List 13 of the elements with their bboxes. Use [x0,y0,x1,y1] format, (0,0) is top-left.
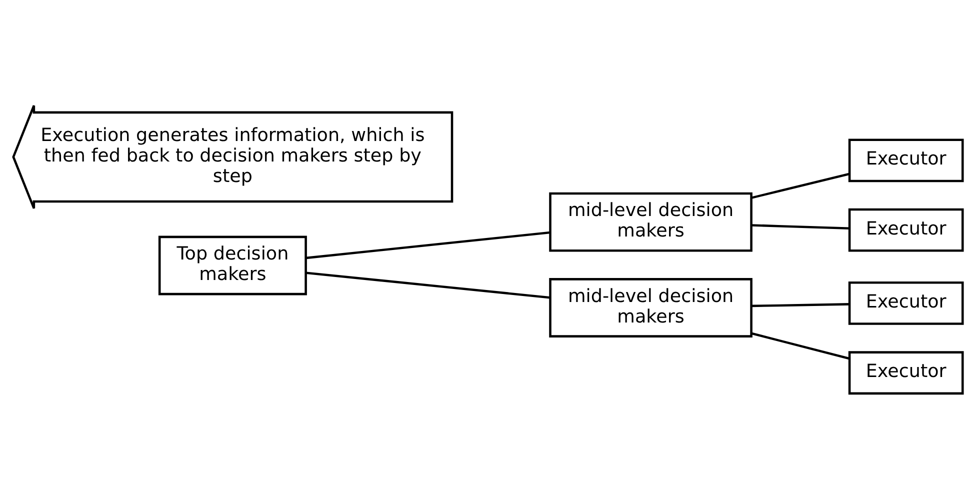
node-box: Executor [848,280,964,324]
connector [752,224,850,229]
node-box: mid-level decision makers [549,278,752,337]
connector [752,302,850,307]
node-box: Top decision makers [158,235,307,295]
node-box: Executor [848,208,964,252]
connector [751,332,850,360]
node-box: mid-level decision makers [549,192,752,252]
connector [306,271,550,298]
node-box: Executor [848,138,964,182]
connector [306,230,550,259]
node-box: Executor [848,350,964,394]
connector [751,172,850,198]
